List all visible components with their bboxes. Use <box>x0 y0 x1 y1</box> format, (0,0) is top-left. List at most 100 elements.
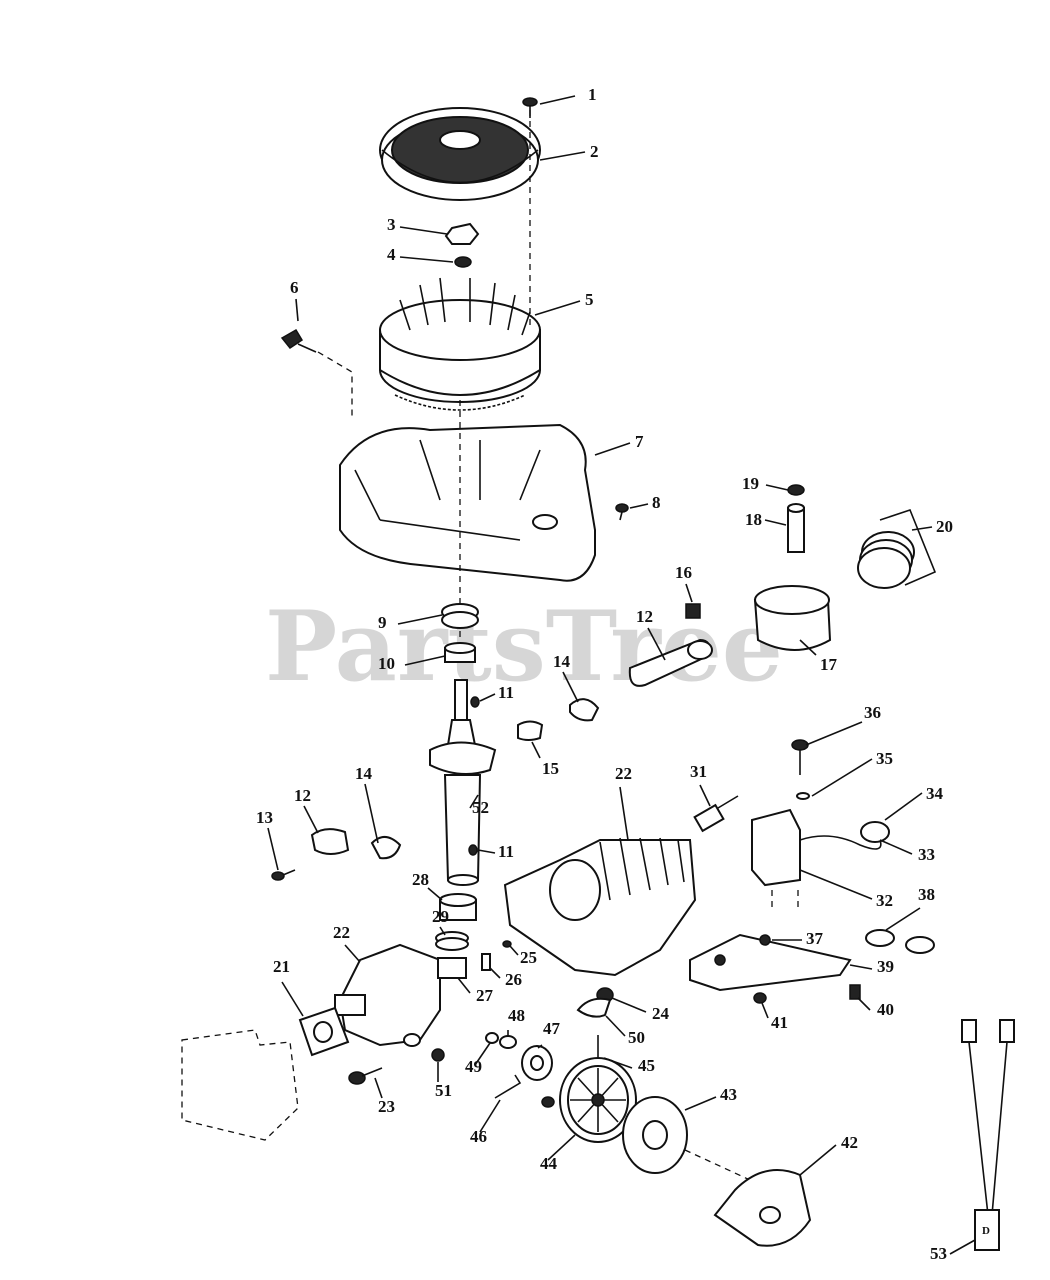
callout-label-44: 44 <box>540 1154 558 1173</box>
part-40 <box>849 984 861 1000</box>
part-crankshaft <box>429 679 497 886</box>
callout-leader-44 <box>547 1134 576 1161</box>
callout-label-9: 9 <box>378 613 387 632</box>
callout-leader-13 <box>267 827 279 871</box>
part-key-11b <box>468 844 478 856</box>
part-rings-20 <box>857 509 937 589</box>
callout-label-36: 36 <box>864 703 881 722</box>
part-clip-38a <box>865 929 895 947</box>
callout-label-35: 35 <box>876 749 893 768</box>
part-half-15 <box>517 720 544 741</box>
callout-label-15: 15 <box>542 759 559 778</box>
part-41 <box>753 992 767 1004</box>
callout-leader-8 <box>629 503 649 509</box>
callout-label-49: 49 <box>465 1057 482 1076</box>
callout-leader-41 <box>761 1002 769 1019</box>
callout-leader-46 <box>479 1099 501 1133</box>
part-ignition-coil <box>751 808 801 912</box>
callout-label-17: 17 <box>820 655 838 674</box>
callout-label-33: 33 <box>918 845 935 864</box>
callout-label-21: 21 <box>273 957 290 976</box>
callout-label-11: 11 <box>498 842 514 861</box>
callout-label-14: 14 <box>553 652 571 671</box>
connector-letter: D <box>982 1225 990 1237</box>
part-pawl-50 <box>576 997 612 1018</box>
part-carburetor <box>334 943 441 1047</box>
callout-leader-33 <box>879 839 913 855</box>
part-screw-8 <box>615 503 629 521</box>
callout-leader-21 <box>281 981 304 1017</box>
part-cap-12a <box>310 828 350 855</box>
callout-leader-47 <box>537 1044 543 1049</box>
part-reed-27 <box>437 957 467 979</box>
callout-leader-10 <box>404 655 446 666</box>
callout-label-50: 50 <box>628 1028 645 1047</box>
callout-leader-40 <box>857 997 871 1011</box>
callout-leader-4 <box>399 256 454 263</box>
part-48 <box>499 1035 517 1049</box>
part-housing <box>339 423 596 582</box>
part-washer-4 <box>454 256 472 268</box>
callout-label-53: 53 <box>930 1244 947 1263</box>
callout-leader-42 <box>799 1144 837 1176</box>
callout-label-22: 22 <box>615 764 632 783</box>
callout-leader-43 <box>684 1096 717 1111</box>
callout-label-22: 22 <box>333 923 350 942</box>
callout-label-4: 4 <box>387 245 396 264</box>
callout-leader-23 <box>374 1077 383 1099</box>
callout-label-25: 25 <box>520 948 537 967</box>
callout-leader-39 <box>849 964 873 970</box>
callout-label-26: 26 <box>505 970 522 989</box>
part-26 <box>481 953 491 971</box>
callout-leader-7 <box>594 442 631 456</box>
callout-label-10: 10 <box>378 654 395 673</box>
part-gasket-21 <box>298 1006 350 1057</box>
callout-leader-32 <box>799 869 873 900</box>
callout-leader-29 <box>439 926 446 936</box>
callout-label-52: 52 <box>472 798 489 817</box>
callout-label-24: 24 <box>652 1004 670 1023</box>
callout-label-27: 27 <box>476 986 494 1005</box>
callout-label-41: 41 <box>771 1013 788 1032</box>
part-piston <box>753 585 832 651</box>
callout-leader-34 <box>884 792 923 821</box>
callout-label-31: 31 <box>690 762 707 781</box>
callout-label-29: 29 <box>432 907 449 926</box>
part-starter-42 <box>713 1169 812 1247</box>
callout-leader-31 <box>699 784 711 807</box>
part-clip-38b <box>905 936 935 954</box>
callout-leader-15 <box>531 741 541 759</box>
part-screw-7 <box>280 328 317 353</box>
part-spring-46 <box>494 1074 522 1099</box>
callout-leader-22 <box>619 786 629 841</box>
part-washer-43 <box>622 1096 688 1174</box>
part-seal-9 <box>441 603 479 629</box>
callout-leader-2 <box>539 151 586 161</box>
callout-label-6: 6 <box>290 278 299 297</box>
part-51 <box>431 1048 445 1062</box>
callout-label-12: 12 <box>636 607 653 626</box>
part-screw-36 <box>791 739 809 775</box>
callout-label-40: 40 <box>877 1000 894 1019</box>
part-boot-33 <box>860 821 890 843</box>
part-bearing-10 <box>444 642 476 663</box>
callout-label-2: 2 <box>590 142 599 161</box>
part-lead <box>799 835 882 850</box>
callout-leader-24 <box>611 997 647 1013</box>
callout-label-5: 5 <box>585 290 594 309</box>
callout-label-39: 39 <box>877 957 894 976</box>
part-nut-3 <box>444 222 480 245</box>
callout-label-13: 13 <box>256 808 273 827</box>
callout-leader-19 <box>765 484 789 491</box>
part-connecting-rod <box>628 638 713 687</box>
callout-leader-45 <box>603 1057 633 1069</box>
part-cylinder <box>503 837 697 1003</box>
callout-leader-6 <box>295 298 299 322</box>
callout-label-48: 48 <box>508 1006 525 1025</box>
callout-leader-22 <box>344 944 361 963</box>
callout-leader-18 <box>764 519 787 526</box>
part-pin-18 <box>787 503 805 553</box>
callout-leader-12 <box>303 805 319 834</box>
callout-label-23: 23 <box>378 1097 395 1116</box>
part-screw-13 <box>271 869 296 881</box>
